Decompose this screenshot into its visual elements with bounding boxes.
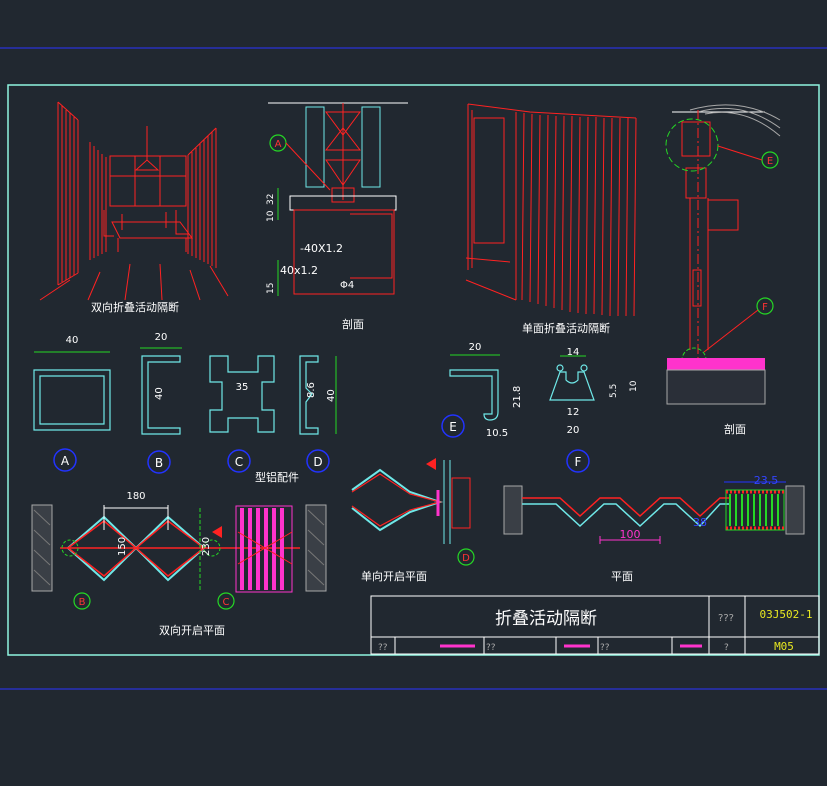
drawing-border — [7, 84, 820, 656]
dim-180: 180 — [126, 491, 145, 502]
dim-m40x12-a: -40X1.2 — [300, 242, 343, 255]
profile-B — [141, 355, 181, 435]
title-block-atlas-label: ??? — [718, 613, 734, 624]
section-top-detail — [268, 102, 408, 296]
marker-circle-B-plan — [73, 592, 91, 610]
title-block-q4: ? — [724, 643, 729, 653]
dim-20b: 20 — [155, 332, 168, 343]
dim-20f: 20 — [567, 425, 580, 436]
title-block-q2: ?? — [486, 643, 496, 653]
marker-circle-A — [53, 448, 77, 472]
marker-label-A: A — [61, 454, 70, 468]
dim-100: 100 — [620, 528, 641, 541]
marker-label-F: F — [575, 455, 582, 469]
floor-finish-band — [667, 358, 765, 370]
marker-circle-E — [441, 414, 465, 438]
caption-single-open-plan: 单向开启平面 — [361, 569, 427, 583]
marker-label-E-section: E — [767, 156, 773, 167]
caption-profiles: 型铝配件 — [255, 470, 299, 484]
leader-A-section — [285, 142, 331, 191]
title-block-q3: ?? — [600, 643, 610, 653]
marker-label-F-section: F — [762, 302, 768, 313]
marker-label-A-section: A — [275, 139, 282, 150]
double-fold-perspective — [39, 101, 229, 301]
title-block-atlas-no: 03J502-1 — [760, 608, 813, 621]
dim-20e: 20 — [469, 342, 482, 353]
dim-40b: 40 — [154, 387, 165, 400]
title-block — [370, 595, 820, 655]
dim-150: 150 — [117, 537, 128, 556]
marker-label-C: C — [235, 455, 243, 469]
dim-218: 21.8 — [512, 386, 523, 408]
double-open-plan — [31, 504, 327, 593]
profile-E — [449, 369, 499, 421]
marker-label-D-plan: D — [462, 553, 470, 564]
dim-10-section: 10 — [266, 210, 276, 222]
caption-section-right: 剖面 — [724, 422, 746, 436]
profile-C — [209, 355, 275, 433]
title-block-q1: ?? — [378, 643, 388, 653]
detail-circle-C-plan — [203, 539, 221, 557]
plan-right — [503, 481, 805, 544]
detail-circle-E — [665, 118, 719, 172]
marker-circle-F-section — [756, 297, 774, 315]
dim-105: 10.5 — [486, 428, 508, 439]
title-block-page: M05 — [774, 640, 794, 653]
marker-circle-F — [566, 449, 590, 473]
marker-circle-C-plan — [217, 592, 235, 610]
profile-D — [299, 355, 319, 435]
profile-F — [549, 364, 595, 401]
dim-40d: 40 — [326, 389, 337, 402]
dim-55: 5.5 — [609, 384, 619, 398]
dim-86: 8.6 — [306, 382, 317, 398]
marker-circle-C — [227, 449, 251, 473]
floor-slab — [666, 369, 766, 405]
dim-14: 14 — [567, 347, 580, 358]
dim-32: 32 — [266, 194, 276, 205]
dim-12: 12 — [567, 407, 580, 418]
arrow-open-right — [212, 526, 222, 538]
title-block-title: 折叠活动隔断 — [495, 609, 597, 629]
caption-section-top: 剖面 — [342, 317, 364, 331]
dim-phi4: Φ4 — [340, 280, 354, 291]
marker-circle-D-plan — [457, 548, 475, 566]
detail-circle-B-plan — [61, 539, 79, 557]
dim-10-f: 10 — [629, 380, 639, 392]
marker-label-D: D — [313, 455, 322, 469]
single-open-plan — [351, 460, 471, 544]
dim-m40x12-b: 40x1.2 — [280, 264, 318, 277]
caption-plan: 平面 — [611, 570, 633, 583]
dim-40a: 40 — [66, 335, 79, 346]
dim-235: 23.5 — [754, 474, 779, 487]
marker-circle-D — [306, 449, 330, 473]
dim-38: 38 — [693, 516, 707, 529]
caption-single-face: 单面折叠活动隔断 — [522, 321, 610, 335]
dim-230: 230 — [201, 537, 212, 556]
leader-E-section — [717, 145, 763, 161]
marker-label-C-plan: C — [223, 597, 230, 608]
marker-label-E: E — [449, 420, 457, 434]
dim-35: 35 — [236, 382, 249, 393]
arrow-open-single — [426, 458, 436, 470]
marker-circle-B — [147, 450, 171, 474]
leader-F-section — [703, 309, 759, 353]
caption-double-open-plan: 双向开启平面 — [159, 623, 225, 637]
marker-label-B-plan: B — [79, 597, 86, 608]
marker-label-B: B — [155, 456, 163, 470]
caption-double-fold: 双向折叠活动隔断 — [91, 300, 179, 314]
section-right-detail — [672, 104, 781, 360]
dim-15: 15 — [266, 283, 276, 294]
single-face-perspective — [465, 103, 637, 317]
profile-A — [33, 369, 111, 431]
